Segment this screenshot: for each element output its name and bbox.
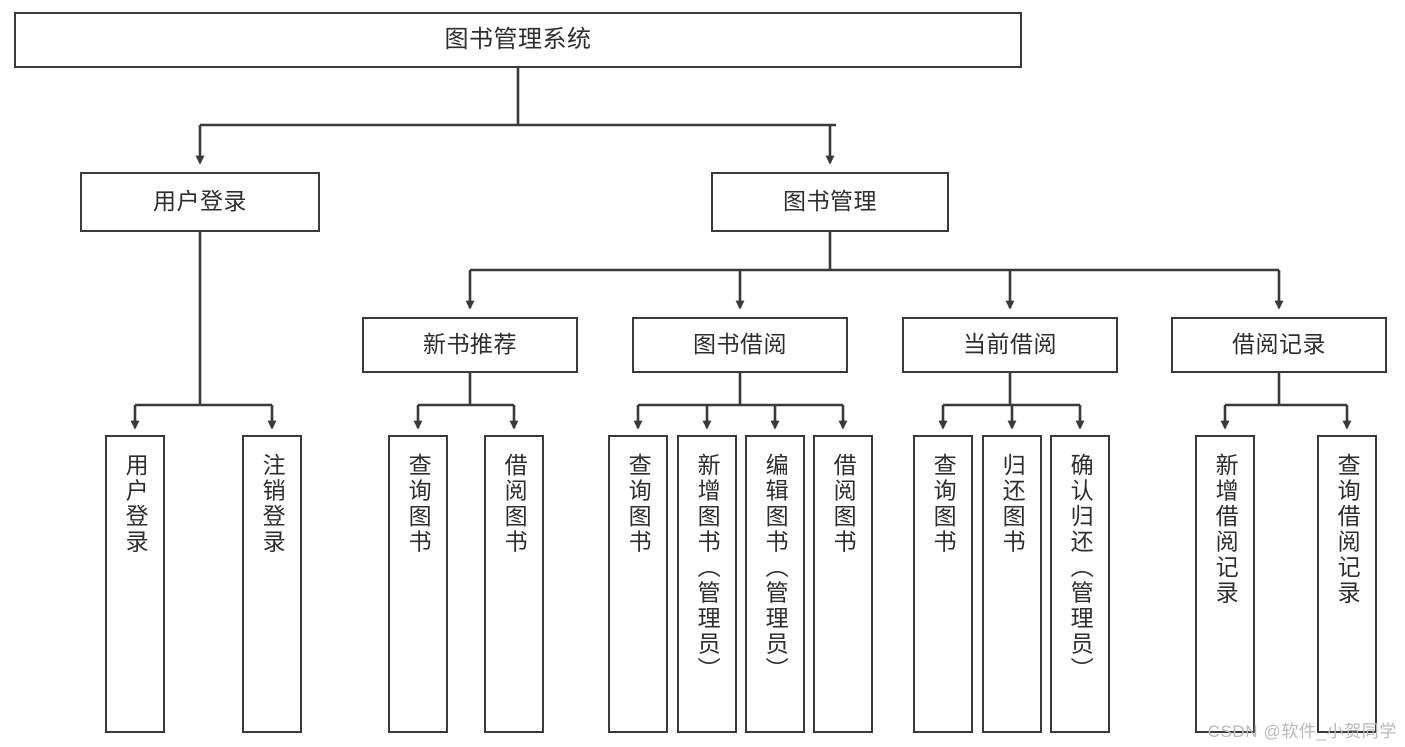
node-borrow-record[interactable]: 借阅记录 — [1171, 317, 1387, 373]
edges-book-manage-to-level2 — [465, 232, 1284, 310]
node-leaf-query-book-2[interactable]: 查询图书 — [608, 435, 668, 733]
csdn-watermark: CSDN @软件_小贺同学 — [1207, 722, 1397, 741]
node-new-book-rec[interactable]: 新书推荐 — [362, 317, 578, 373]
node-leaf-borrow-book-2[interactable]: 借阅图书 — [813, 435, 873, 733]
node-label: 查询图书 — [625, 453, 652, 555]
node-leaf-return-book[interactable]: 归还图书 — [982, 435, 1042, 733]
node-current-borrow[interactable]: 当前借阅 — [902, 317, 1118, 373]
node-label: 借阅图书 — [501, 453, 528, 555]
node-label: 查询图书 — [405, 453, 432, 555]
node-label: 新书推荐 — [423, 331, 517, 358]
node-label: 归还图书 — [999, 453, 1026, 555]
node-label: 借阅记录 — [1232, 331, 1326, 358]
node-label: 当前借阅 — [963, 331, 1057, 358]
node-user-login[interactable]: 用户登录 — [80, 172, 320, 232]
node-book-borrow[interactable]: 图书借阅 — [632, 317, 848, 373]
node-label: 确认归还（管理员） — [1067, 453, 1094, 683]
node-leaf-query-record[interactable]: 查询借阅记录 — [1317, 435, 1377, 733]
node-label: 新增借阅记录 — [1212, 453, 1239, 606]
node-label: 编辑图书（管理员） — [762, 453, 789, 683]
edges-new-book-rec-to-leaves — [413, 373, 519, 430]
node-label: 图书管理 — [783, 188, 877, 215]
edges-root-to-level1 — [195, 68, 836, 165]
node-book-manage[interactable]: 图书管理 — [711, 172, 949, 232]
node-label: 图书管理系统 — [444, 25, 592, 53]
node-leaf-logout[interactable]: 注销登录 — [242, 435, 302, 733]
node-leaf-add-book[interactable]: 新增图书（管理员） — [677, 435, 737, 733]
node-label: 新增图书（管理员） — [694, 453, 721, 683]
node-leaf-edit-book[interactable]: 编辑图书（管理员） — [745, 435, 805, 733]
edges-user-login-to-leaves — [130, 232, 277, 430]
node-label: 注销登录 — [259, 453, 286, 555]
node-label: 查询借阅记录 — [1334, 453, 1361, 606]
node-label: 图书借阅 — [693, 331, 787, 358]
node-leaf-add-record[interactable]: 新增借阅记录 — [1195, 435, 1255, 733]
node-leaf-user-login[interactable]: 用户登录 — [105, 435, 165, 733]
edges-book-borrow-to-leaves — [633, 373, 848, 430]
edges-current-borrow-to-leaves — [938, 373, 1085, 430]
node-leaf-query-book-3[interactable]: 查询图书 — [913, 435, 973, 733]
node-leaf-confirm-return[interactable]: 确认归还（管理员） — [1050, 435, 1110, 733]
node-leaf-query-book-1[interactable]: 查询图书 — [388, 435, 448, 733]
node-label: 用户登录 — [153, 188, 247, 215]
node-label: 查询图书 — [930, 453, 957, 555]
node-label: 借阅图书 — [830, 453, 857, 555]
node-leaf-borrow-book-1[interactable]: 借阅图书 — [484, 435, 544, 733]
node-root-system[interactable]: 图书管理系统 — [14, 12, 1022, 68]
node-label: 用户登录 — [122, 453, 149, 555]
edges-borrow-record-to-leaves — [1220, 373, 1352, 430]
